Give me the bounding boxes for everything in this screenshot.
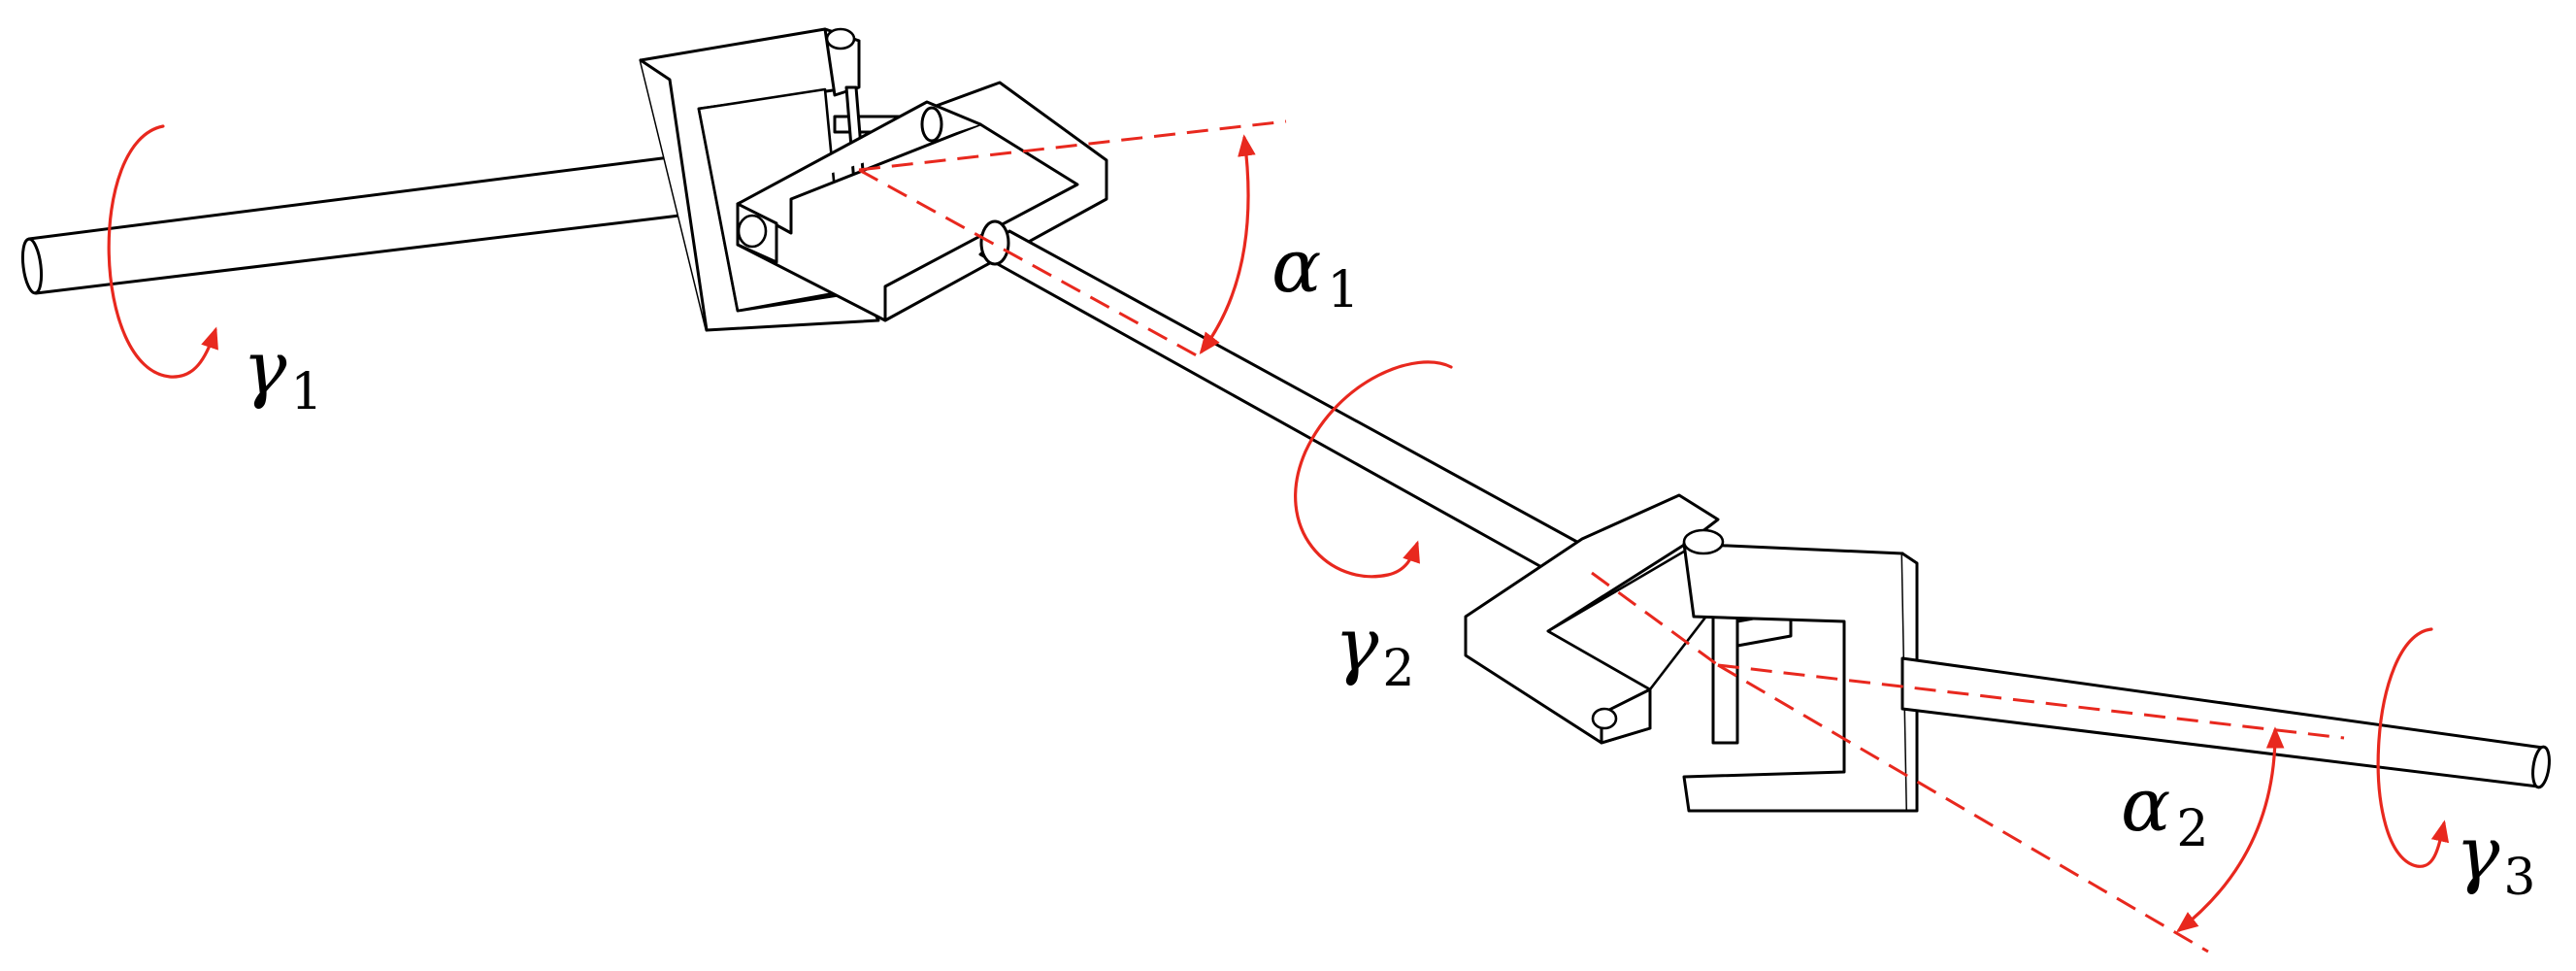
alpha2-angle-arc <box>2176 726 2285 933</box>
gamma1-rotation-arrow <box>107 124 218 379</box>
output-axis-line <box>1717 663 2345 740</box>
shaft-axes <box>858 119 2345 954</box>
gamma2-label: γ2 <box>1335 601 1415 698</box>
gamma3-rotation-arrow <box>2376 627 2450 868</box>
left-middle-yoke <box>736 81 1108 322</box>
gamma2-rotation-arrow <box>1294 360 1453 579</box>
gamma3-label: γ3 <box>2456 810 2536 907</box>
intermediate-axis-right <box>1591 571 1719 667</box>
alpha1-angle-arc <box>1199 134 1256 354</box>
output-axis-extension <box>1717 663 2209 954</box>
gamma1-label: γ1 <box>243 324 323 421</box>
input-shaft <box>20 155 681 295</box>
input-axis-line <box>858 119 1287 172</box>
